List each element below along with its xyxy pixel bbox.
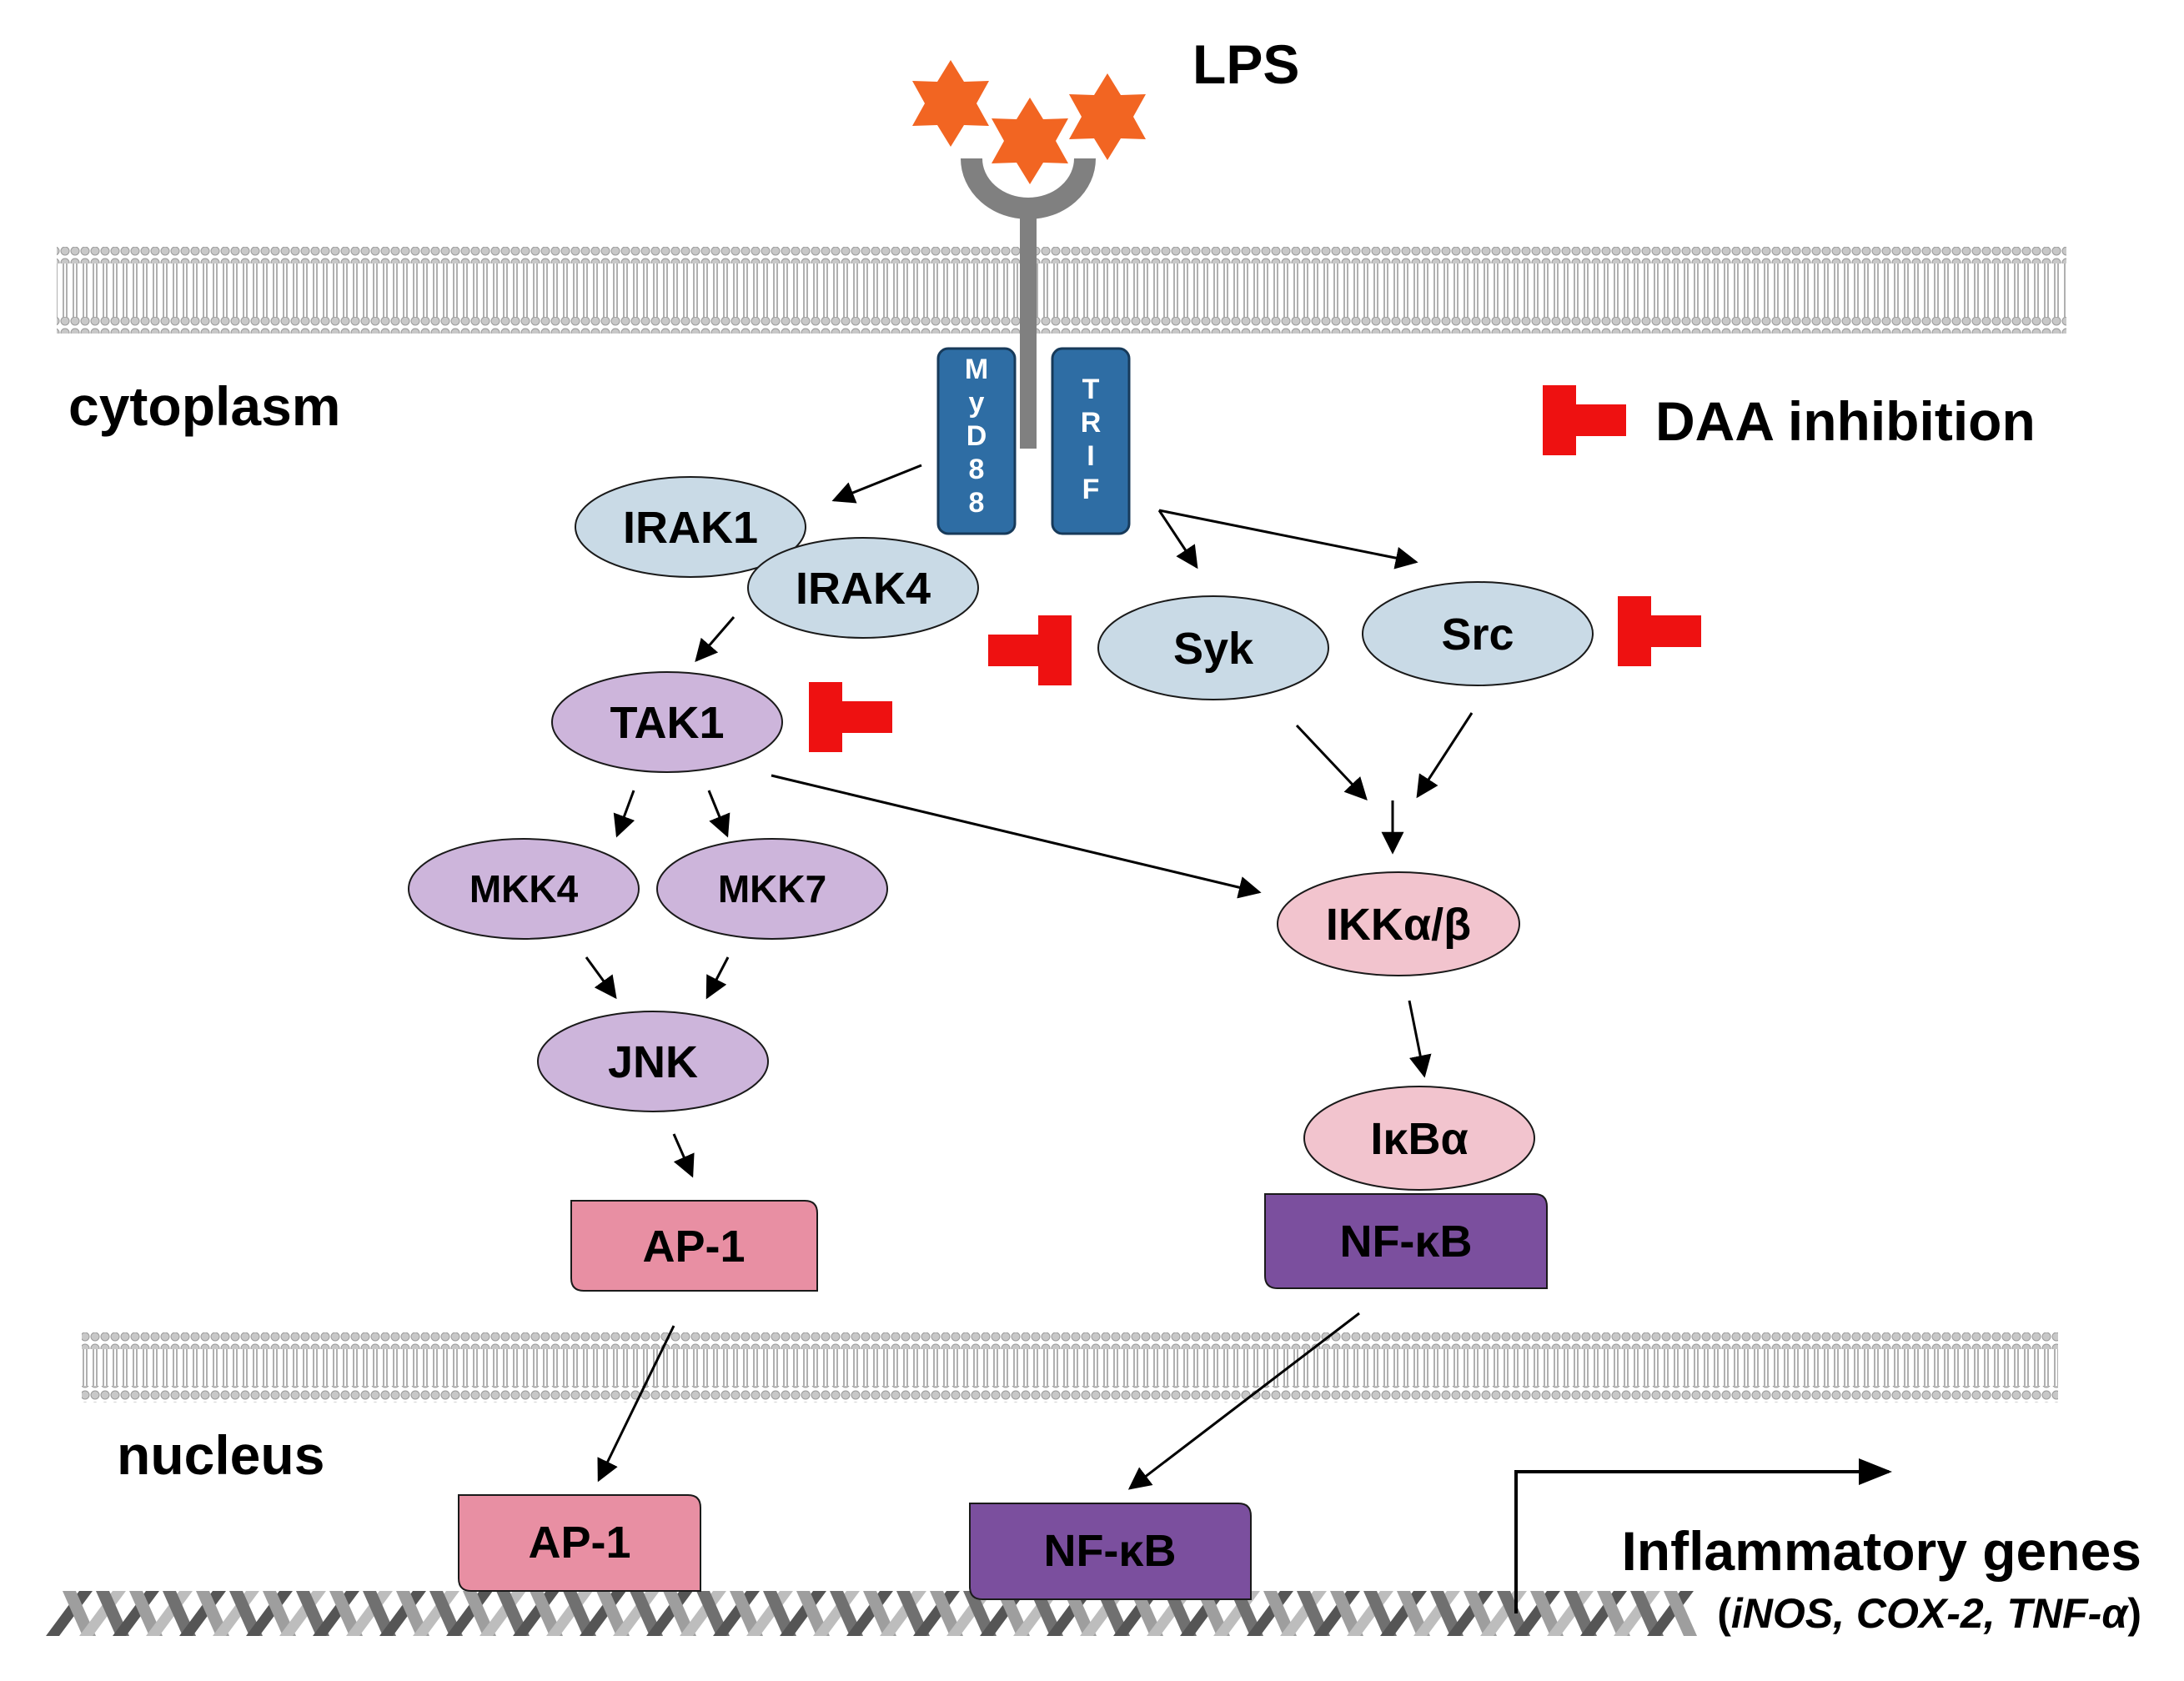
arrow-myd88-irak bbox=[831, 464, 922, 504]
nfkb-nucleus-box: NF-κB bbox=[969, 1503, 1252, 1600]
lps-star-icon bbox=[912, 60, 989, 147]
svg-text:NF-κB: NF-κB bbox=[1339, 1217, 1472, 1267]
svg-text:I: I bbox=[1087, 440, 1094, 472]
arrow-mkk7-jnk bbox=[705, 956, 730, 1000]
svg-text:AP-1: AP-1 bbox=[642, 1222, 745, 1272]
lps-star-icon bbox=[1069, 73, 1146, 160]
inhibition-tak1-icon bbox=[809, 682, 892, 752]
arrow-ikk-ikba bbox=[1408, 1000, 1432, 1078]
nucleus-label: nucleus bbox=[117, 1424, 324, 1486]
legend-label: DAA inhibition bbox=[1655, 390, 2036, 452]
src-node: Src bbox=[1362, 581, 1594, 686]
svg-text:IKKα/β: IKKα/β bbox=[1326, 900, 1471, 950]
inhibition-src-icon bbox=[1618, 596, 1701, 666]
svg-text:IRAK1: IRAK1 bbox=[623, 503, 758, 553]
svg-text:y: y bbox=[969, 387, 985, 419]
arrow-trif-syk bbox=[1157, 509, 1198, 570]
svg-text:Src: Src bbox=[1441, 610, 1514, 660]
arrow-irak-tak1 bbox=[695, 616, 736, 663]
mkk4-node: MKK4 bbox=[408, 838, 640, 940]
trif-adaptor: T R I F bbox=[1051, 347, 1131, 535]
svg-text:8: 8 bbox=[969, 454, 985, 485]
jnk-node: JNK bbox=[537, 1011, 769, 1112]
svg-text:JNK: JNK bbox=[608, 1037, 698, 1087]
lps-molecules bbox=[912, 60, 1146, 184]
svg-text:IκBα: IκBα bbox=[1370, 1114, 1468, 1164]
transcription-arrow bbox=[1514, 1458, 1892, 1613]
svg-text:TAK1: TAK1 bbox=[610, 698, 724, 748]
svg-text:AP-1: AP-1 bbox=[528, 1518, 630, 1568]
arrow-src-ikk bbox=[1416, 712, 1474, 799]
ap1-cytoplasm-box: AP-1 bbox=[570, 1200, 818, 1292]
genes-title: Inflammatory genes bbox=[1621, 1520, 2141, 1582]
svg-text:T: T bbox=[1082, 374, 1100, 405]
arrow-mkk4-jnk bbox=[585, 956, 617, 1000]
svg-text:NF-κB: NF-κB bbox=[1043, 1526, 1176, 1576]
syk-node: Syk bbox=[1097, 595, 1329, 700]
inhibition-syk-icon bbox=[988, 615, 1072, 685]
arrows bbox=[585, 464, 1892, 1613]
arrow-tak1-mkk7 bbox=[707, 790, 731, 838]
arrow-tak1-mkk4 bbox=[613, 790, 635, 838]
svg-text:D: D bbox=[966, 420, 987, 452]
svg-text:M: M bbox=[965, 354, 988, 385]
tak1-node: TAK1 bbox=[551, 671, 783, 773]
irak4-node: IRAK4 bbox=[747, 537, 979, 639]
lps-star-icon bbox=[992, 98, 1068, 184]
genes-subtitle: (iNOS, COX-2, TNF-α) bbox=[1717, 1590, 2141, 1637]
nfkb-cytoplasm-box: NF-κB bbox=[1264, 1193, 1548, 1289]
svg-text:8: 8 bbox=[969, 487, 985, 519]
dna-strand bbox=[46, 1591, 1697, 1636]
ap1-nucleus-box: AP-1 bbox=[458, 1494, 701, 1592]
myd88-adaptor: M y D 8 8 bbox=[936, 347, 1017, 535]
irak1-node: IRAK1 bbox=[575, 476, 806, 578]
arrow-tak1-ikk bbox=[771, 774, 1262, 899]
ikk-node: IKKα/β bbox=[1277, 871, 1520, 976]
cytoplasm-label: cytoplasm bbox=[68, 375, 340, 437]
svg-text:R: R bbox=[1081, 407, 1102, 439]
ikba-node: IκBα bbox=[1303, 1086, 1535, 1191]
arrow-trif-src bbox=[1158, 509, 1418, 570]
arrow-nfkb-nucleus bbox=[1127, 1312, 1360, 1490]
nuclear-membrane bbox=[82, 1332, 2058, 1403]
svg-text:Syk: Syk bbox=[1173, 624, 1254, 674]
tlr4-receptor bbox=[961, 158, 1096, 449]
arrow-jnk-ap1 bbox=[672, 1133, 695, 1178]
lps-label: LPS bbox=[1192, 33, 1299, 95]
svg-text:F: F bbox=[1082, 474, 1100, 505]
mkk7-node: MKK7 bbox=[656, 838, 888, 940]
inhibition-icon bbox=[1543, 385, 1626, 455]
svg-text:MKK7: MKK7 bbox=[718, 867, 826, 911]
dna-segment bbox=[1664, 1591, 1697, 1636]
arrow-syk-ikk bbox=[1295, 724, 1368, 800]
svg-text:IRAK4: IRAK4 bbox=[796, 564, 931, 614]
inhibition-legend: DAA inhibition bbox=[1543, 385, 2036, 455]
arrow-ap1-nucleus bbox=[597, 1325, 675, 1483]
svg-text:MKK4: MKK4 bbox=[469, 867, 579, 911]
plasma-membrane bbox=[57, 247, 2066, 334]
